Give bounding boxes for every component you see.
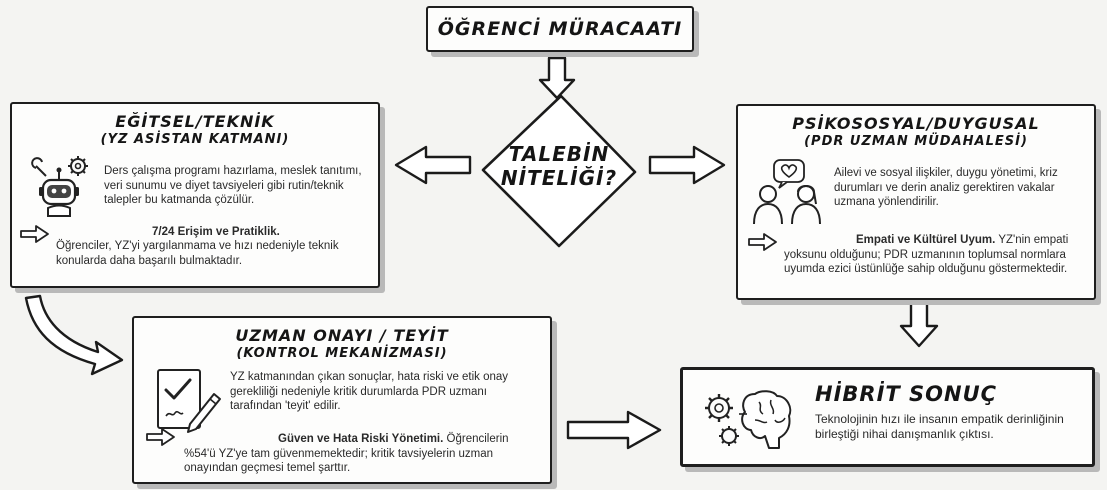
right-note-text: YZ'nin empati yoksunu olduğunu; PDR uzma… — [784, 234, 1069, 275]
left-subtitle: (YZ ASİSTAN KATMANI) — [100, 132, 290, 147]
right-note-block: Empati ve Kültürel Uyum. YZ'nin empati y… — [784, 233, 1084, 277]
arrow-right-down — [899, 300, 939, 348]
left-note-heading: 7/24 Erişim ve Pratiklik. — [152, 226, 280, 238]
hand-arrow-icon — [20, 225, 49, 243]
decision-line-2: NİTELİĞİ? — [500, 166, 618, 190]
result-title: HİBRİT SONUÇ — [815, 382, 998, 406]
right-description: Ailevi ve sosyal ilişkiler, duygu yöneti… — [834, 167, 1058, 208]
result-description: Teknolojinin hızı ile insanın empatik de… — [815, 412, 1064, 441]
decision-diamond — [481, 94, 637, 248]
robot-icon — [31, 156, 88, 217]
middle-note-text: Öğrencilerin %54'ü YZ'ye tam güvenmemekt… — [184, 433, 509, 474]
middle-title: UZMAN ONAYI / TEYİT — [235, 326, 449, 345]
psychosocial-box: PSİKOSOSYAL/DUYGUSAL (PDR UZMAN MÜDAHALE… — [736, 104, 1096, 300]
arrow-to-left — [394, 145, 472, 185]
arrow-top-down — [538, 56, 576, 100]
wrench-icon — [31, 157, 47, 177]
left-title: EĞİTSEL/TEKNİK — [115, 112, 275, 131]
arrow-curved-to-middle — [24, 294, 124, 376]
expert-approval-box: UZMAN ONAYI / TEYİT (KONTROL MEKANİZMASI… — [132, 316, 552, 484]
right-title: PSİKOSOSYAL/DUYGUSAL — [792, 114, 1040, 133]
people-icon — [753, 159, 821, 225]
middle-description: YZ katmanından çıkan sonuçlar, hata risk… — [230, 371, 509, 412]
hand-arrow-icon — [146, 428, 175, 446]
right-note-heading: Empati ve Kültürel Uyum. — [856, 234, 996, 246]
top-title: ÖĞRENCİ MÜRACAATI — [437, 18, 683, 40]
middle-subtitle: (KONTROL MEKANİZMASI) — [236, 346, 448, 361]
hybrid-result-box: HİBRİT SONUÇ Teknolojinin hızı ile insan… — [680, 367, 1095, 467]
left-description: Ders çalışma programı hazırlama, meslek … — [104, 165, 362, 206]
heart-icon — [773, 159, 805, 189]
left-note-text: Öğrenciler, YZ'yi yargılanmama ve hızı n… — [56, 240, 339, 267]
hand-arrow-icon — [748, 233, 777, 251]
arrow-middle-to-result — [566, 410, 662, 450]
middle-note-heading: Güven ve Hata Riski Yönetimi. — [278, 433, 444, 445]
gear-icon — [68, 156, 88, 176]
brain-gears-icon — [705, 390, 792, 449]
middle-note-block: Güven ve Hata Riski Yönetimi. Öğrenciler… — [184, 432, 539, 476]
right-subtitle: (PDR UZMAN MÜDAHALESİ) — [804, 134, 1028, 149]
pen-icon — [187, 393, 221, 433]
arrow-to-right — [648, 145, 726, 185]
checklist-icon — [157, 369, 221, 433]
student-application-box: ÖĞRENCİ MÜRACAATI — [426, 6, 694, 52]
decision-line-1: TALEBİN — [508, 142, 610, 166]
educational-technical-box: EĞİTSEL/TEKNİK (YZ ASİSTAN KATMANI) Ders… — [10, 102, 380, 288]
